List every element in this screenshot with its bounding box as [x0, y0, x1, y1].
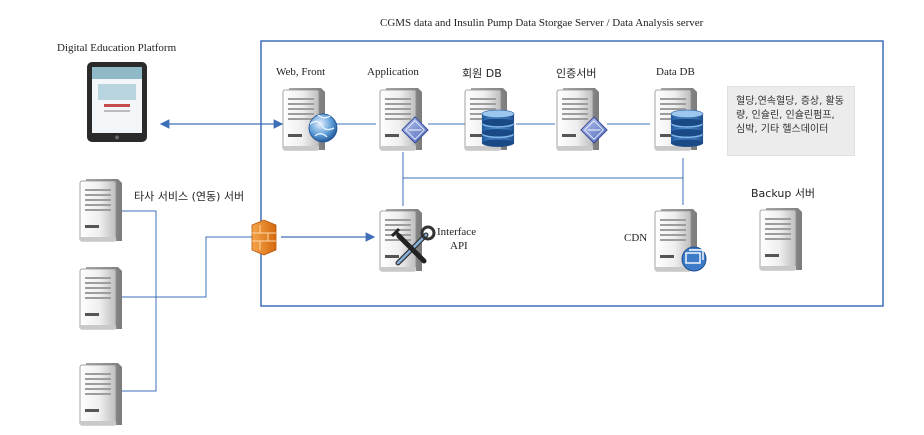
external-bus	[120, 210, 157, 392]
web-front-label: Web, Front	[276, 66, 326, 78]
tools-icon	[390, 225, 436, 266]
interface-label: Interface	[437, 226, 477, 238]
cdn-label: CDN	[624, 232, 648, 244]
database-icon	[481, 109, 515, 148]
member-db-label: 회원 DB	[462, 67, 502, 80]
app-datadb-link	[402, 152, 684, 179]
api-label: API	[450, 240, 468, 252]
database-icon	[670, 109, 704, 148]
server-region-frame	[260, 40, 884, 307]
firewall-icon	[251, 219, 277, 256]
external-service-label: 타사 서비스 (연동) 서버	[134, 190, 245, 203]
platform-label: Digital Education Platform	[57, 42, 177, 54]
globe-icon	[308, 113, 338, 143]
health-data-note: 혈당,연속혈당, 증상, 활동량, 인슐린, 인슐린펌프, 심박, 기타 헬스데…	[727, 86, 855, 156]
firewall-external-link	[156, 236, 255, 298]
application-label: Application	[367, 66, 419, 78]
external-server-icon	[79, 266, 122, 330]
backup-label: Backup 서버	[751, 187, 816, 200]
stack-icon	[681, 246, 707, 272]
data-db-label: Data DB	[656, 66, 695, 78]
auth-server-label: 인증서버	[556, 67, 597, 80]
external-server-icon	[79, 178, 122, 242]
external-server-icon	[79, 362, 122, 426]
backup-server-icon	[759, 207, 802, 271]
region-title: CGMS data and Insulin Pump Data Storgae …	[380, 17, 704, 29]
tablet-icon	[87, 62, 147, 142]
